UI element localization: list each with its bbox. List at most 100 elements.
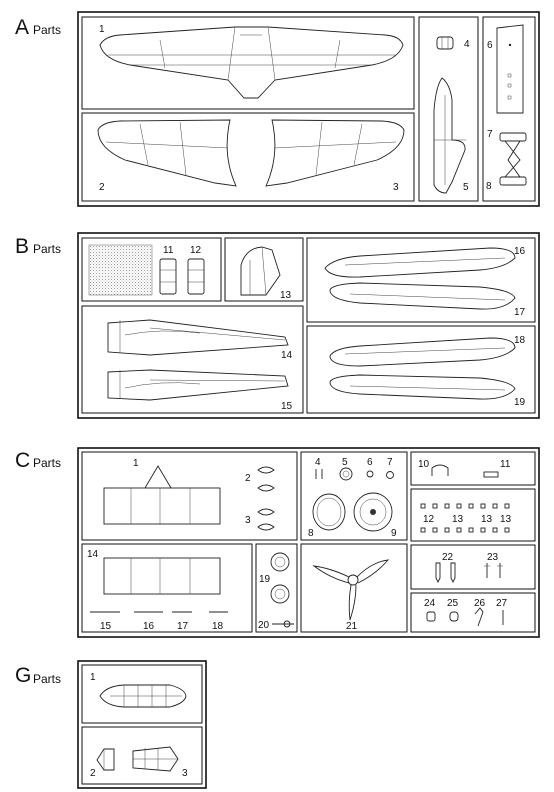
b19-float-half xyxy=(329,374,516,400)
c14-frame-part xyxy=(103,557,221,595)
c-num-2: 2 xyxy=(245,473,251,484)
b-cell-decal xyxy=(81,237,222,302)
b-num-18: 18 xyxy=(514,335,526,346)
a-num-5: 5 xyxy=(463,182,469,193)
c-num-16: 16 xyxy=(143,621,155,632)
b17-float-half xyxy=(329,282,516,310)
sprue-a-frame xyxy=(77,11,540,207)
c-cell-19-20 xyxy=(255,543,298,633)
b-num-17: 17 xyxy=(514,307,526,318)
sprue-c-frame xyxy=(77,447,540,638)
g-num-3: 3 xyxy=(182,768,188,779)
g-part-numbers: 1 2 3 xyxy=(90,672,188,779)
b-num-11: 11 xyxy=(163,245,174,256)
c-num-26: 26 xyxy=(474,598,486,609)
a6-panel xyxy=(496,24,524,114)
g2-windscreen xyxy=(96,748,115,771)
a-num-2: 2 xyxy=(99,182,105,193)
c-num-9: 9 xyxy=(391,528,397,539)
a-cell-tail xyxy=(418,16,479,202)
sprue-g: 1 2 3 xyxy=(77,660,207,789)
c-num-13c: 13 xyxy=(500,514,512,525)
c-cell-12-13 xyxy=(410,488,536,542)
sprue-b: 11 12 13 14 15 16 17 18 19 xyxy=(77,232,540,419)
a-num-4: 4 xyxy=(464,39,470,50)
g-cell-canopy xyxy=(81,664,203,724)
c-num-27: 27 xyxy=(496,598,508,609)
section-c-label: Parts xyxy=(33,456,62,470)
c22-c23-bombs xyxy=(435,562,503,584)
c-num-19: 19 xyxy=(259,574,271,585)
a1-wing-upper xyxy=(99,26,404,99)
b-num-16: 16 xyxy=(514,246,526,257)
c19-wheels xyxy=(270,552,290,604)
section-b-letter: B xyxy=(15,235,30,258)
c-num-13a: 13 xyxy=(452,514,464,525)
b-num-13: 13 xyxy=(280,290,292,301)
c-num-11: 11 xyxy=(500,459,511,470)
c-num-20: 20 xyxy=(258,620,270,631)
a2-wing-left-lower xyxy=(97,119,237,187)
c-cell-engine-mount xyxy=(81,451,298,541)
a-part-numbers: 1 2 3 4 5 6 7 8 xyxy=(99,24,493,193)
c-num-12: 12 xyxy=(423,514,435,525)
c-num-5: 5 xyxy=(342,457,348,468)
c24-c27-parts xyxy=(426,607,504,627)
c-cell-cowl xyxy=(300,451,408,541)
section-a-letter: A xyxy=(15,16,30,39)
b-cell-floats-upper xyxy=(306,237,536,323)
c-part-numbers: 1 2 3 4 5 6 7 8 9 10 11 12 13 13 13 14 1… xyxy=(87,457,512,632)
a-num-3: 3 xyxy=(393,182,399,193)
g-cell-cowl xyxy=(81,726,203,785)
b14-fuselage-half xyxy=(107,319,289,356)
c10-c11-parts xyxy=(431,464,499,478)
g-num-2: 2 xyxy=(90,768,96,779)
c-cell-10-11 xyxy=(410,451,536,486)
c-num-18: 18 xyxy=(212,621,224,632)
sprue-a: 1 2 3 4 5 6 7 8 xyxy=(77,11,540,207)
b-num-14: 14 xyxy=(281,350,293,361)
c-num-24: 24 xyxy=(424,598,436,609)
sprue-g-frame xyxy=(77,660,207,789)
b16-float-half xyxy=(324,247,516,278)
b15-fuselage-half xyxy=(107,369,289,401)
a-cell-wing-top xyxy=(81,16,415,110)
c-cell-14-18 xyxy=(81,543,253,633)
c-cell-22-23 xyxy=(410,544,536,590)
c-num-22: 22 xyxy=(442,552,454,563)
c12-c13-parts xyxy=(420,503,510,533)
b-cell-fuselage xyxy=(81,305,304,414)
a7-a8-gear-struts xyxy=(499,132,527,186)
a5-tailplane xyxy=(433,77,466,194)
sprue-c: 1 2 3 4 5 6 7 8 9 10 11 12 13 13 13 14 1… xyxy=(77,447,540,638)
section-g-letter: G xyxy=(15,664,32,687)
section-b-label: Parts xyxy=(33,242,62,256)
c-num-7: 7 xyxy=(387,457,393,468)
a-num-6: 6 xyxy=(487,40,493,51)
a3-wing-right-lower xyxy=(265,119,405,187)
c-num-8: 8 xyxy=(308,528,314,539)
c-num-14: 14 xyxy=(87,549,99,560)
c4-c9-parts xyxy=(312,467,394,532)
b-textured-sheet xyxy=(88,244,153,296)
c-num-10: 10 xyxy=(418,459,430,470)
section-c-letter: C xyxy=(15,449,31,472)
b-num-15: 15 xyxy=(281,401,293,412)
section-a-label: Parts xyxy=(33,23,62,37)
b-part-numbers: 11 12 13 14 15 16 17 18 19 xyxy=(163,245,526,412)
b-num-12: 12 xyxy=(190,245,202,256)
b-cell-fin xyxy=(224,237,304,302)
c-num-4: 4 xyxy=(315,457,321,468)
b13-vertical-fin xyxy=(240,246,281,296)
b18-float-half xyxy=(329,337,516,367)
c-num-3: 3 xyxy=(245,515,251,526)
c-num-23: 23 xyxy=(487,552,499,563)
c-num-15: 15 xyxy=(100,621,112,632)
g3-canopy-section xyxy=(132,746,179,772)
a-cell-small xyxy=(482,16,536,202)
c-cell-24-27 xyxy=(410,592,536,633)
a4-cowl-part xyxy=(436,36,454,50)
c1-frame-part xyxy=(103,465,221,525)
g1-canopy xyxy=(99,684,187,708)
